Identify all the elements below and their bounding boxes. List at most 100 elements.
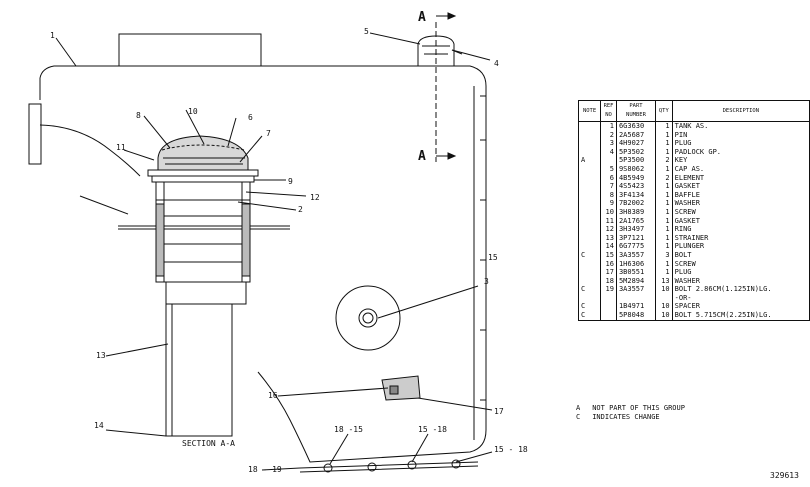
callout-label: 8 [136,111,141,120]
cell-qty: 1 [655,121,673,131]
note-a-key: A [576,404,581,412]
cell-qty: 2 [655,156,673,165]
cell-part: 3H3497 [615,225,657,234]
cell-qty: 1 [655,164,673,174]
tank-top-cap [417,35,455,66]
callout-label: 4 [494,59,499,68]
callout-label: 2 [298,205,303,214]
cell-ref [600,311,617,321]
cell-qty [655,293,673,303]
cell-qty: 1 [655,139,673,148]
cell-note: C [577,285,602,294]
callout-label: 7 [266,129,271,138]
callout-label: 12 [310,193,320,202]
callout-label: 17 [494,407,504,416]
figure-number: 329613 [770,471,799,480]
callout-label: 1 [50,31,55,40]
cell-ref: 3 [600,139,617,148]
filler-cap [157,135,249,171]
cell-qty: 1 [655,199,673,208]
cell-desc: GASKET [671,216,810,226]
section-marker-top: A [418,10,426,25]
cell-note [577,147,602,157]
cell-note [577,259,602,269]
cell-part: 1H6306 [615,259,657,269]
cell-ref [600,156,617,165]
cell-note [577,242,602,251]
cell-note: C [577,302,602,312]
note-c-text: INDICATES CHANGE [592,413,660,421]
cell-desc: GASKET [671,182,810,191]
note-a: A NOT PART OF THIS GROUP [576,404,685,413]
cell-part: 3B0551 [615,268,657,277]
cell-qty: 10 [655,302,673,312]
cell-qty: 1 [655,242,673,251]
callout-label: 13 [96,351,106,360]
cell-qty: 3 [655,250,673,260]
cell-part: 7B2002 [615,199,657,208]
cell-qty: 1 [655,147,673,157]
cell-part: 6G7775 [615,242,657,251]
cell-note [577,190,602,200]
strainer-neck [155,181,251,283]
cell-desc: SPACER [671,302,810,312]
cell-note [577,216,602,226]
cell-desc: PADLOCK GP. [671,147,810,157]
cell-qty: 1 [655,182,673,191]
cell-ref: 18 [600,276,617,286]
cell-desc: BAFFLE [671,190,810,200]
cell-part: 3F4134 [615,190,657,200]
table-row: -OR- [577,293,810,303]
cell-qty: 1 [655,207,673,217]
cell-ref: 10 [600,207,617,217]
note-c-key: C [576,413,581,421]
cell-note: C [577,250,602,260]
header-part: PART NUMBER [615,100,657,122]
cell-note [577,182,602,191]
notes: A NOT PART OF THIS GROUP C INDICATES CHA… [576,404,685,422]
callout-label: 18 - 19 [248,465,282,474]
callout-label: 10 [188,107,198,116]
callout-label: 16 [268,391,278,400]
note-c: C INDICATES CHANGE [576,413,685,422]
callout-label: 14 [94,421,104,430]
cell-desc: KEY [671,156,810,165]
cell-note [577,276,602,286]
tank-outline [39,65,487,463]
cell-ref [600,302,617,312]
cell-desc: WASHER [671,199,810,208]
drain-plug [335,285,401,351]
cell-qty: 2 [655,173,673,183]
cell-desc: TANK AS. [671,121,810,131]
cell-qty: 13 [655,276,673,286]
cell-note [577,130,602,140]
cell-desc: ELEMENT [671,173,810,183]
left-bracket [28,103,42,165]
cell-note [577,207,602,217]
section-caption: SECTION A-A [182,439,235,448]
cell-part: 4S5423 [615,182,657,191]
cell-note [577,225,602,234]
cell-desc: CAP AS. [671,164,810,174]
cell-note [577,164,602,174]
cell-desc: -OR- [671,293,810,303]
cell-part: 3H8389 [615,207,657,217]
cell-part: 6G3630 [615,121,657,131]
cell-ref: 9 [600,199,617,208]
cell-qty: 10 [655,285,673,294]
cell-desc: BOLT 2.86CM(1.125IN)LG. [671,285,810,294]
cell-desc: BOLT [671,250,810,260]
